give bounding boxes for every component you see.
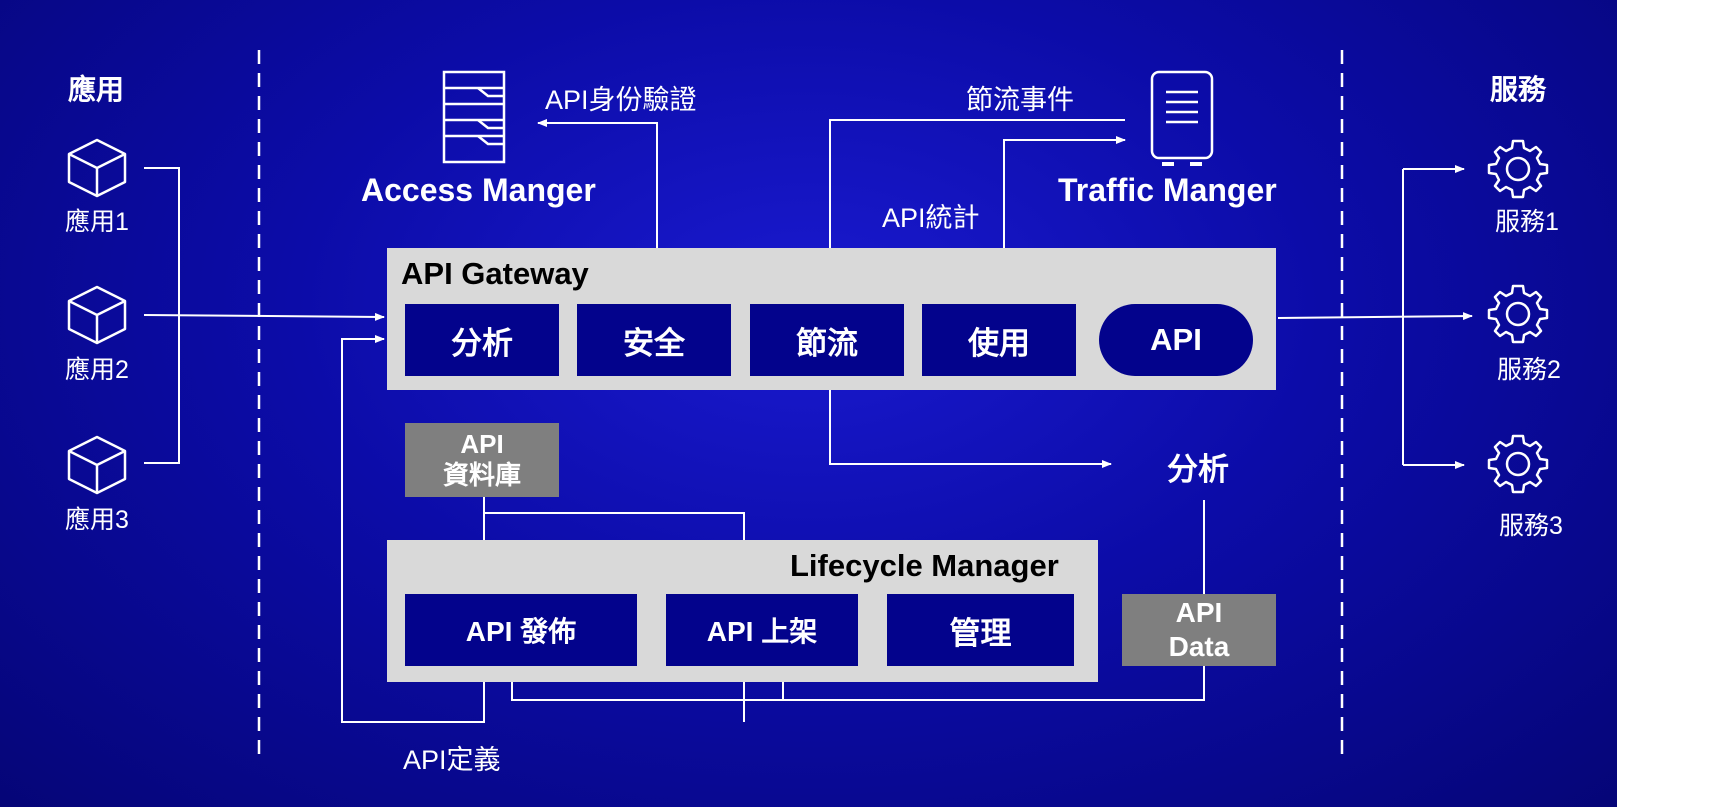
gateway-api-pill: API bbox=[1099, 304, 1253, 376]
api-database-line2: 資料庫 bbox=[442, 460, 521, 490]
throttle-event-label: 節流事件 bbox=[966, 85, 1074, 115]
api-definition-label: API定義 bbox=[403, 745, 501, 775]
gateway-module: 使用 bbox=[922, 304, 1076, 376]
analysis-label: 分析 bbox=[1167, 452, 1229, 487]
gateway-module: 節流 bbox=[750, 304, 904, 376]
server-icon bbox=[1150, 70, 1214, 166]
lifecycle-module: API 發佈 bbox=[405, 594, 637, 666]
services-header: 服務 bbox=[1490, 74, 1547, 105]
api-gateway-title: API Gateway bbox=[401, 256, 589, 291]
architecture-diagram: 應用 服務 應用1 應用2 應用3 Access Manger API身份驗證 … bbox=[0, 0, 1617, 807]
auth-label: API身份驗證 bbox=[545, 85, 697, 115]
gear-icon bbox=[1487, 434, 1549, 494]
service-label: 服務2 bbox=[1497, 356, 1561, 384]
cube-icon bbox=[67, 435, 127, 495]
service-label: 服務3 bbox=[1499, 512, 1563, 540]
blank-region bbox=[1617, 677, 1713, 807]
gateway-module: 安全 bbox=[577, 304, 731, 376]
gear-icon bbox=[1487, 139, 1549, 199]
lifecycle-module: API 上架 bbox=[666, 594, 858, 666]
chevron-right-icon bbox=[1617, 159, 1659, 307]
api-database-line1: API bbox=[460, 428, 504, 459]
app-label: 應用1 bbox=[65, 208, 129, 236]
cube-icon bbox=[67, 285, 127, 345]
service-label: 服務1 bbox=[1495, 208, 1559, 236]
api-data-line1: API bbox=[1175, 597, 1223, 629]
app-label: 應用3 bbox=[65, 506, 129, 534]
app-label: 應用2 bbox=[65, 356, 129, 384]
lifecycle-manager-title: Lifecycle Manager bbox=[790, 548, 1059, 583]
gear-icon bbox=[1487, 284, 1549, 344]
api-data-line2: Data bbox=[1168, 631, 1230, 662]
api-stats-label: API統計 bbox=[882, 203, 980, 233]
gateway-module: 分析 bbox=[405, 304, 559, 376]
server-rack-icon bbox=[442, 70, 506, 164]
api-data-box: API Data bbox=[1122, 594, 1276, 666]
access-manager-title: Access Manger bbox=[361, 172, 596, 208]
connector-lines bbox=[374, 119, 1473, 469]
api-database-box: API 資料庫 bbox=[405, 423, 559, 497]
traffic-manager-title: Traffic Manger bbox=[1058, 172, 1277, 208]
lifecycle-module: 管理 bbox=[887, 594, 1074, 666]
apps-header: 應用 bbox=[68, 74, 125, 105]
cube-icon bbox=[67, 138, 127, 198]
